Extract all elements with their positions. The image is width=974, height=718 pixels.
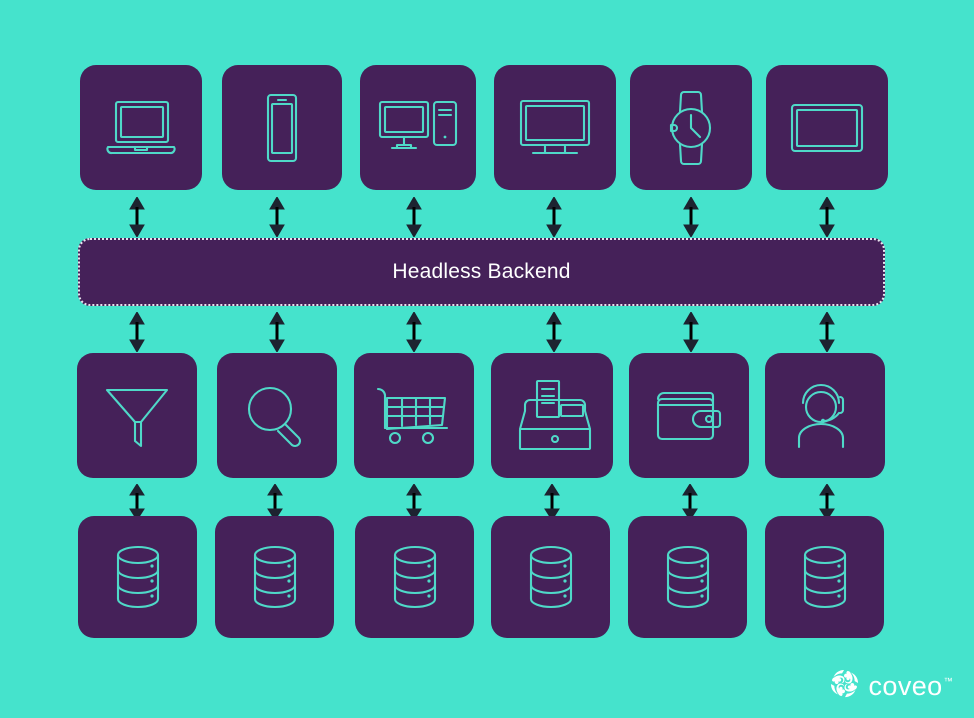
connector-arrow	[266, 484, 284, 520]
connector-arrow	[268, 197, 286, 237]
service-card-search[interactable]	[217, 353, 337, 478]
connector-arrow	[681, 484, 699, 520]
connector-arrow	[682, 197, 700, 237]
database-icon	[247, 544, 303, 610]
service-card-support[interactable]	[765, 353, 885, 478]
wallet-icon	[654, 389, 724, 443]
service-card-checkout[interactable]	[491, 353, 613, 478]
magnifier-icon	[244, 383, 310, 449]
connector-arrow	[128, 312, 146, 352]
funnel-icon	[102, 384, 172, 448]
headless-backend-label: Headless Backend	[392, 260, 571, 283]
connector-arrow	[818, 484, 836, 520]
datastore-card[interactable]	[628, 516, 747, 638]
service-card-funnel[interactable]	[77, 353, 197, 478]
connector-arrow	[818, 197, 836, 237]
database-icon	[110, 544, 166, 610]
coveo-logo[interactable]: coveo™	[829, 668, 953, 704]
connector-arrow	[405, 312, 423, 352]
database-icon	[797, 544, 853, 610]
tablet-icon	[788, 99, 866, 157]
headset-agent-icon	[790, 383, 860, 449]
laptop-icon	[102, 97, 180, 159]
headless-backend-box[interactable]: Headless Backend	[78, 238, 885, 306]
database-icon	[387, 544, 443, 610]
device-card-tablet[interactable]	[766, 65, 888, 190]
database-icon	[523, 544, 579, 610]
device-card-laptop[interactable]	[80, 65, 202, 190]
monitor-icon	[515, 97, 595, 159]
datastore-card[interactable]	[215, 516, 334, 638]
coveo-pinwheel-icon	[829, 668, 860, 704]
shopping-cart-icon	[375, 385, 453, 447]
connector-arrow	[268, 312, 286, 352]
trademark-symbol: ™	[943, 675, 953, 686]
device-card-desktop-tower[interactable]	[360, 65, 476, 190]
device-card-smartphone[interactable]	[222, 65, 342, 190]
connector-arrow	[405, 484, 423, 520]
smartwatch-icon	[660, 90, 722, 166]
device-card-smartwatch[interactable]	[630, 65, 752, 190]
smartphone-icon	[257, 92, 307, 164]
connector-arrow	[545, 312, 563, 352]
cash-register-icon	[511, 379, 593, 453]
desktop-tower-icon	[377, 99, 459, 157]
datastore-card[interactable]	[78, 516, 197, 638]
datastore-card[interactable]	[765, 516, 884, 638]
database-icon	[660, 544, 716, 610]
datastore-card[interactable]	[491, 516, 610, 638]
device-card-monitor[interactable]	[494, 65, 616, 190]
datastore-card[interactable]	[355, 516, 474, 638]
connector-arrow	[405, 197, 423, 237]
connector-arrow	[128, 484, 146, 520]
coveo-wordmark: coveo™	[868, 670, 953, 701]
connector-arrow	[682, 312, 700, 352]
connector-arrow	[545, 197, 563, 237]
connector-arrow	[128, 197, 146, 237]
connector-arrow	[543, 484, 561, 520]
connector-arrow	[818, 312, 836, 352]
service-card-wallet[interactable]	[629, 353, 749, 478]
service-card-cart[interactable]	[354, 353, 474, 478]
